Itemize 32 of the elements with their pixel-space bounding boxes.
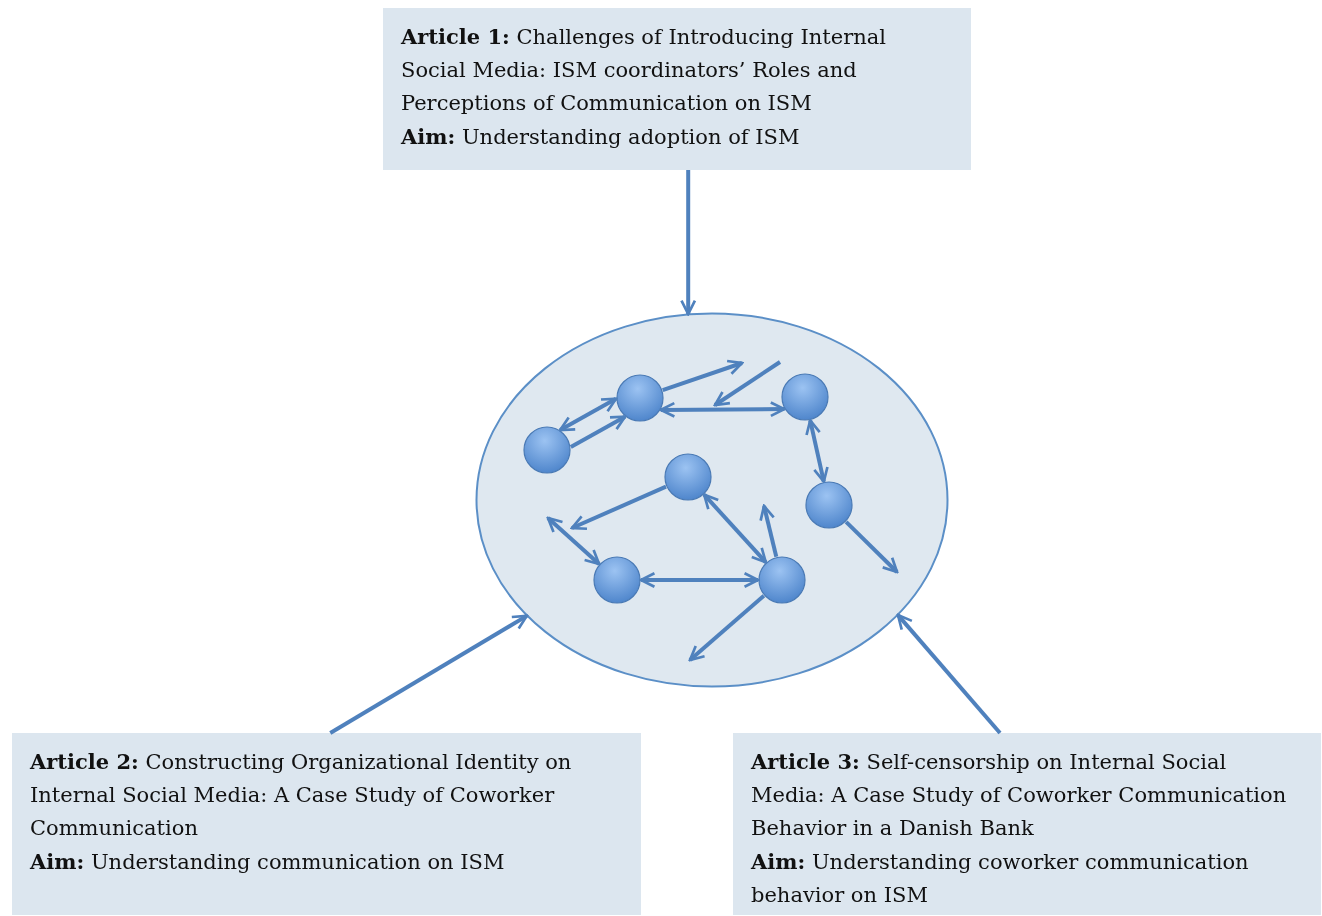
arrow bbox=[546, 516, 601, 566]
network-node-circle bbox=[593, 556, 641, 604]
arrow bbox=[896, 613, 1002, 735]
article-box bbox=[733, 733, 1321, 915]
network-node-circle bbox=[781, 373, 829, 421]
aim-text: Aim: Understanding communication on ISM bbox=[30, 848, 506, 876]
aim-text: Aim: Understanding adoption of ISM bbox=[401, 123, 801, 151]
arrow bbox=[680, 170, 697, 316]
arrow bbox=[805, 419, 829, 483]
arrow bbox=[688, 594, 766, 662]
arrow bbox=[759, 504, 779, 558]
arrow bbox=[659, 401, 786, 418]
arrow bbox=[844, 520, 899, 574]
article-title: Article 2: Constructing Organizational Identity on Internal Social Media: A Case Study of Coworker Communication bbox=[30, 748, 573, 842]
network-node-circle bbox=[664, 453, 712, 501]
arrow bbox=[570, 484, 667, 531]
network-node-circle bbox=[523, 426, 571, 474]
arrow bbox=[702, 493, 768, 564]
network-ellipse bbox=[475, 312, 949, 688]
arrow bbox=[329, 614, 529, 735]
network-node-circle bbox=[758, 556, 806, 604]
arrow bbox=[662, 359, 744, 393]
article-box bbox=[383, 8, 971, 170]
article-box bbox=[12, 733, 641, 915]
aim-text: Aim: Understanding coworker communication behavior on ISM bbox=[751, 848, 1250, 909]
arrow bbox=[639, 571, 760, 589]
arrow bbox=[569, 414, 627, 449]
network-node-circle bbox=[805, 481, 853, 529]
article-title: Article 3: Self-censorship on Internal Social Media: A Case Study of Coworker Communication Behavior in a Danish Bank bbox=[751, 748, 1288, 842]
article-title: Article 1: Challenges of Introducing Internal Social Media: ISM coordinators’ Roles and Perceptions of Communication on ISM bbox=[401, 23, 887, 117]
network-node-circle bbox=[616, 374, 664, 422]
arrow bbox=[558, 397, 618, 432]
